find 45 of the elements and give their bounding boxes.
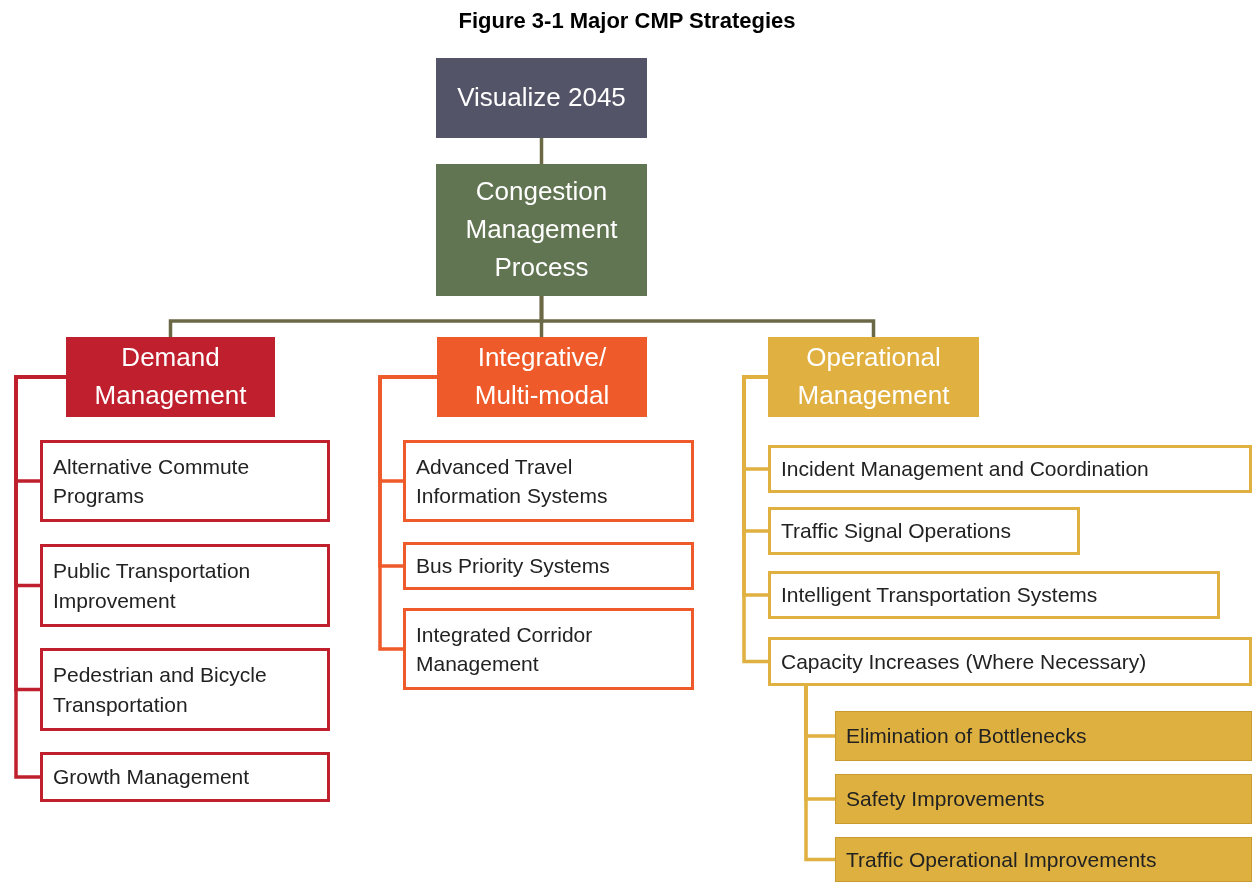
box-text: Pedestrian and Bicycle Transportation bbox=[53, 662, 268, 718]
strategy-box bbox=[835, 837, 1252, 882]
connector-line bbox=[742, 375, 768, 664]
category-box bbox=[437, 337, 647, 417]
category-box bbox=[768, 337, 979, 417]
box-text: Intelligent Transportation Systems bbox=[781, 582, 1098, 609]
figure-title: Figure 3-1 Major CMP Strategies bbox=[457, 8, 797, 34]
strategy-box bbox=[768, 507, 1080, 555]
box-text: Traffic Operational Improvements bbox=[846, 846, 1157, 873]
strategy-box bbox=[835, 711, 1252, 761]
box-text: Incident Management and Coordination bbox=[781, 456, 1149, 483]
strategy-box bbox=[835, 774, 1252, 824]
box-title: Integrative/ Multi-modal bbox=[473, 341, 611, 412]
strategy-box bbox=[768, 571, 1220, 619]
box-text: Integrated Corridor Management bbox=[416, 621, 594, 677]
connector-line bbox=[539, 296, 876, 337]
category-box bbox=[66, 337, 275, 417]
box-text: Elimination of Bottlenecks bbox=[846, 723, 1087, 750]
strategy-box bbox=[768, 637, 1252, 686]
connector-line bbox=[378, 375, 437, 651]
strategy-box bbox=[768, 445, 1252, 493]
box-text: Growth Management bbox=[53, 764, 250, 791]
box-title: Operational Management bbox=[796, 341, 951, 412]
top-box bbox=[436, 58, 647, 138]
process-box bbox=[436, 164, 647, 296]
box-text: Safety Improvements bbox=[846, 786, 1045, 813]
box-text: Capacity Increases (Where Necessary) bbox=[781, 648, 1147, 675]
box-title: Demand Management bbox=[93, 341, 248, 412]
box-title: Congestion Management Process bbox=[464, 175, 619, 284]
box-text: Bus Priority Systems bbox=[416, 553, 610, 580]
box-text: Alternative Commute Programs bbox=[53, 453, 251, 509]
strategy-box bbox=[403, 440, 694, 522]
strategy-box bbox=[40, 440, 330, 522]
strategy-box bbox=[40, 648, 330, 731]
box-text: Traffic Signal Operations bbox=[781, 518, 1011, 545]
strategy-box bbox=[403, 542, 694, 590]
box-text: Public Transportation Improvement bbox=[53, 558, 252, 614]
connector-line bbox=[539, 138, 544, 164]
connector-line bbox=[804, 686, 835, 862]
box-text: Advanced Travel Information Systems bbox=[416, 453, 609, 509]
box-title: Visualize 2045 bbox=[457, 81, 626, 115]
connector-line bbox=[14, 375, 66, 779]
strategy-box bbox=[40, 752, 330, 802]
strategy-box bbox=[40, 544, 330, 627]
strategy-box bbox=[403, 608, 694, 690]
